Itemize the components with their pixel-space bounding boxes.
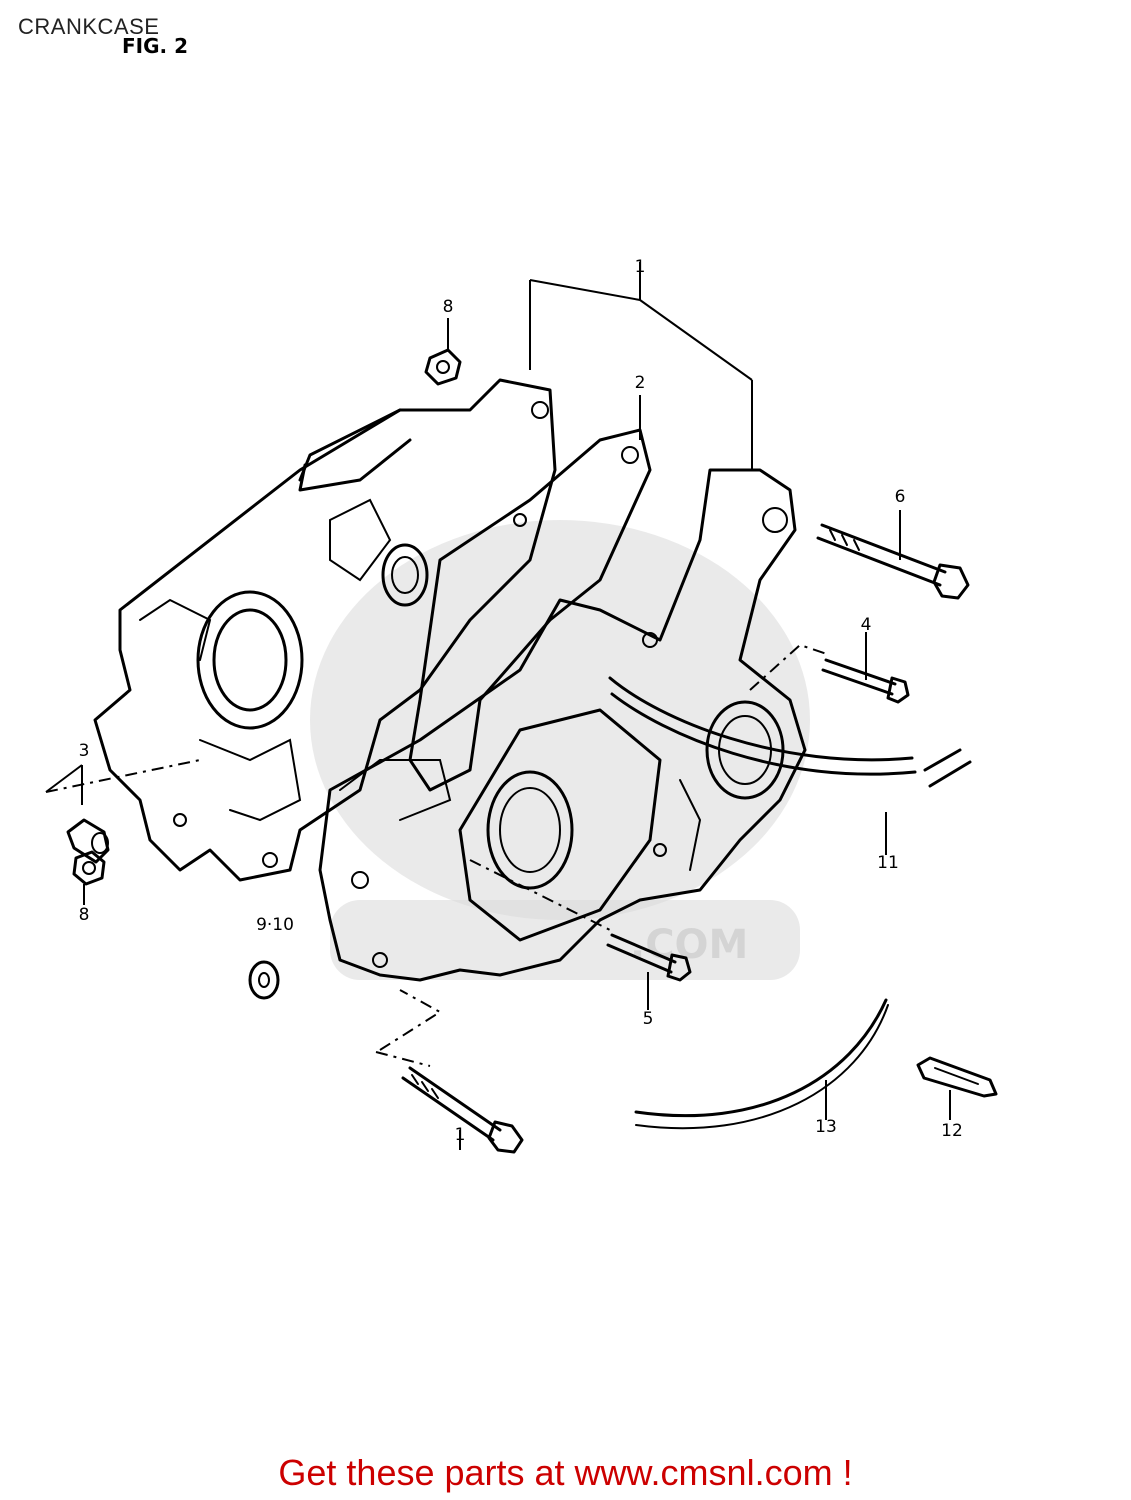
nut-8-bottom bbox=[72, 850, 106, 886]
callout-5: 5 bbox=[643, 1009, 654, 1029]
watermark-text: .COM bbox=[630, 922, 748, 968]
footer-link[interactable]: Get these parts at www.cmsnl.com ! bbox=[278, 1452, 853, 1493]
callout-4: 4 bbox=[861, 615, 872, 635]
callout-3: 3 bbox=[79, 741, 90, 761]
callout-8-bottom: 8 bbox=[79, 905, 90, 925]
dowel-pin-3 bbox=[66, 818, 110, 864]
bolt-1-bottom bbox=[401, 1066, 524, 1154]
crankcase-exploded-diagram: .COM bbox=[45, 257, 998, 1154]
hose-11 bbox=[608, 676, 972, 788]
callout-1-bottom: 1 bbox=[455, 1125, 466, 1145]
clamp-12 bbox=[916, 1056, 998, 1098]
callout-13: 13 bbox=[815, 1117, 837, 1137]
washer-9-10 bbox=[248, 960, 280, 1000]
callout-12: 12 bbox=[941, 1121, 963, 1141]
page-title: CRANKCASE bbox=[18, 14, 160, 39]
bolt-4 bbox=[821, 658, 910, 704]
leader-lines bbox=[45, 262, 951, 1150]
callout-11: 11 bbox=[877, 853, 899, 873]
bolt-5 bbox=[606, 933, 692, 982]
nut-8-top bbox=[424, 348, 462, 386]
callout-2: 2 bbox=[635, 373, 646, 393]
tube-13 bbox=[634, 998, 889, 1130]
callout-9-10: 9·10 bbox=[256, 915, 294, 935]
left-crankcase-half bbox=[93, 378, 557, 882]
callout-6: 6 bbox=[895, 487, 906, 507]
callout-1-top: 1 bbox=[635, 257, 646, 277]
figure-label: FIG. 2 bbox=[122, 34, 188, 58]
callout-8-top: 8 bbox=[443, 297, 454, 317]
bolt-6 bbox=[816, 523, 970, 600]
